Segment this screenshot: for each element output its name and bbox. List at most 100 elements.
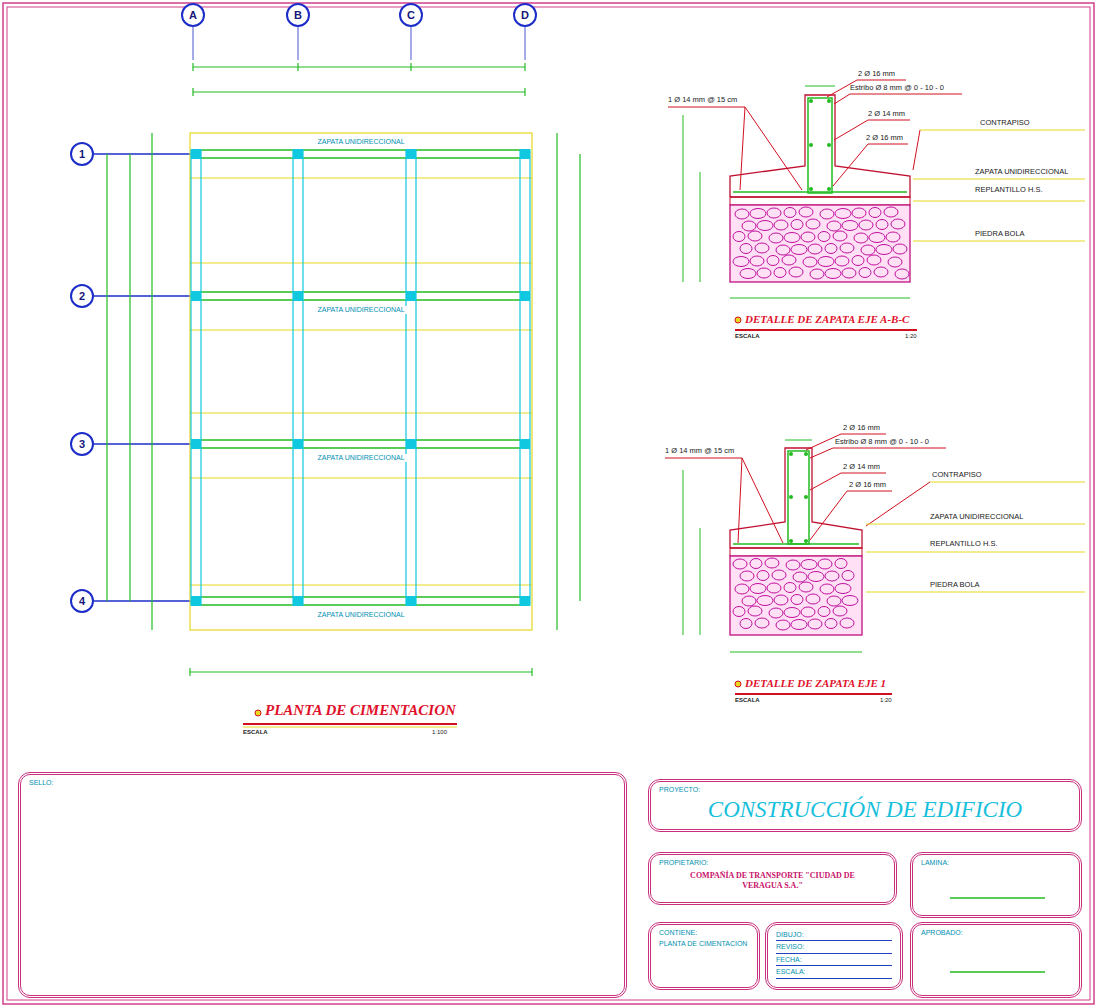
- axis-label: C: [407, 10, 415, 21]
- scale-value: 1:20: [880, 697, 892, 704]
- stone-symbol: [742, 596, 756, 606]
- stone-symbol: [784, 233, 800, 243]
- stone-symbol: [818, 257, 834, 267]
- stone-symbol: [791, 620, 807, 630]
- stone-symbol: [742, 221, 756, 231]
- stone-symbol: [748, 606, 762, 616]
- rebar-callout: 2 Ø 14 mm: [868, 110, 905, 119]
- axis-bubble: C: [399, 3, 423, 27]
- stone-symbol: [750, 584, 766, 594]
- rebar-callout: 2 Ø 16 mm: [843, 424, 880, 433]
- stone-symbol: [835, 584, 851, 594]
- content-box: CONTIENE:PLANTA DE CIMENTACION: [648, 922, 760, 990]
- axis-label: 3: [79, 439, 85, 450]
- axis-label: 1: [79, 149, 85, 160]
- stone-symbol: [748, 231, 762, 241]
- stone-symbol: [755, 243, 769, 253]
- stone-symbol: [772, 570, 786, 580]
- stone-symbol: [784, 608, 800, 618]
- stone-symbol: [767, 208, 781, 218]
- stone-symbol: [835, 559, 847, 569]
- field-header: PROYECTO:: [659, 786, 1071, 794]
- stone-symbol: [808, 572, 824, 582]
- stone-symbol: [803, 257, 817, 267]
- stone-symbol: [861, 245, 875, 255]
- stone-symbol: [867, 255, 881, 265]
- content-text: PLANTA DE CIMENTACION: [659, 940, 749, 948]
- rebar-callout: 2 Ø 16 mm: [866, 134, 903, 143]
- seal-box: SELLO:: [18, 772, 627, 998]
- stone-symbol: [886, 232, 900, 242]
- field-header: APROBADO:: [921, 929, 1071, 937]
- stone-symbol: [806, 219, 820, 229]
- stone-symbol: [799, 582, 813, 592]
- field-header: LAMINA:: [921, 859, 1071, 867]
- stone-symbol: [876, 245, 892, 255]
- detail-title: DETALLE DE ZAPATA EJE 1: [745, 677, 886, 690]
- credits-box: DIBUJO:REVISO:FECHA:ESCALA:: [765, 922, 903, 990]
- stone-symbol: [765, 558, 779, 568]
- stone-symbol: [810, 269, 824, 279]
- stone-symbol: [876, 220, 888, 230]
- scale-value: 1:100: [432, 729, 447, 736]
- stone-symbol: [776, 245, 790, 255]
- credit-field: DIBUJO:: [776, 929, 892, 941]
- stone-symbol: [733, 607, 745, 617]
- axis-bubble: 4: [70, 589, 94, 613]
- stone-symbol: [774, 595, 788, 605]
- stone-symbol: [784, 208, 796, 218]
- stone-symbol: [750, 559, 762, 569]
- stone-symbol: [774, 268, 786, 278]
- rebar-callout: 1 Ø 14 mm @ 15 cm: [668, 96, 737, 105]
- material-label: REPLANTILLO H.S.: [930, 540, 998, 549]
- stone-symbol: [740, 619, 752, 629]
- stone-symbol: [895, 269, 909, 279]
- stone-symbol: [854, 233, 868, 243]
- axis-bubble: A: [181, 3, 205, 27]
- stone-symbol: [767, 583, 781, 593]
- stone-symbol: [859, 220, 873, 230]
- scale-label: ESCALA: [735, 697, 760, 704]
- material-label: ZAPATA UNIDIRECCIONAL: [975, 168, 1068, 177]
- stone-symbol: [784, 583, 796, 593]
- axis-bubble: D: [513, 3, 537, 27]
- stone-symbol: [799, 207, 813, 217]
- stone-symbol: [852, 208, 866, 218]
- stone-symbol: [808, 619, 822, 629]
- footing-label: ZAPATA UNIDIRECCIONAL: [315, 306, 406, 314]
- axis-label: B: [294, 10, 302, 21]
- stone-symbol: [825, 619, 837, 629]
- credit-field: FECHA:: [776, 954, 892, 966]
- stone-symbol: [791, 220, 803, 230]
- axis-bubble: 2: [70, 284, 94, 308]
- stone-symbol: [757, 571, 769, 581]
- stone-symbol: [735, 584, 749, 594]
- stone-symbol: [793, 572, 807, 582]
- stone-symbol: [874, 267, 888, 277]
- stone-symbol: [827, 221, 841, 231]
- stone-symbol: [859, 268, 871, 278]
- stone-symbol: [833, 606, 847, 616]
- drawing-title: PLANTA DE CIMENTACION: [265, 702, 456, 719]
- stone-symbol: [801, 232, 815, 242]
- stone-symbol: [733, 257, 749, 267]
- footing-label: ZAPATA UNIDIRECCIONAL: [315, 454, 406, 462]
- stone-symbol: [818, 232, 830, 242]
- stone-symbol: [840, 618, 854, 628]
- credit-field: REVISO:: [776, 941, 892, 953]
- stone-symbol: [835, 256, 849, 266]
- axis-label: 2: [79, 291, 85, 302]
- axis-bubble: B: [286, 3, 310, 27]
- stone-symbol: [888, 257, 902, 267]
- stone-symbol: [818, 607, 830, 617]
- stone-symbol: [789, 267, 803, 277]
- stone-symbol: [750, 209, 766, 219]
- stone-symbol: [835, 209, 851, 219]
- stone-symbol: [825, 244, 837, 254]
- stone-symbol: [842, 571, 854, 581]
- stone-symbol: [827, 596, 841, 606]
- stone-symbol: [825, 269, 841, 279]
- stone-symbol: [755, 618, 769, 628]
- axis-label: D: [521, 10, 529, 21]
